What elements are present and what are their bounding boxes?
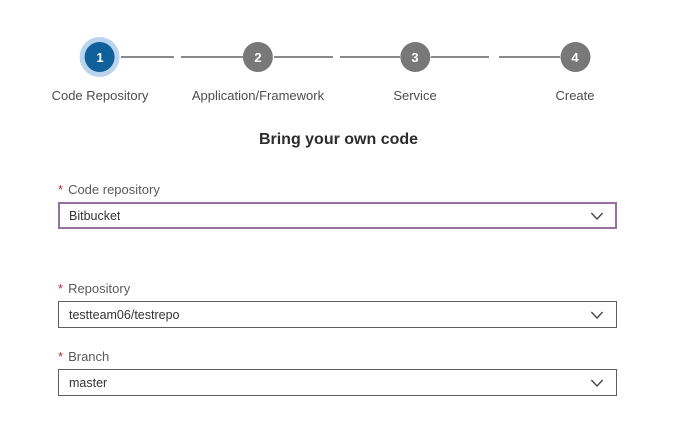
stepper-connector [121, 56, 174, 58]
repository-select[interactable]: testteam06/testrepo [58, 301, 617, 328]
code-repository-select[interactable]: Bitbucket [58, 202, 617, 229]
branch-select[interactable]: master [58, 369, 617, 396]
stepper-connector [181, 56, 243, 58]
step-4-label: Create [555, 88, 595, 103]
wizard-stepper: 1 Code Repository 2 Application/Framewor… [0, 0, 677, 115]
field-branch: * Branch master [58, 349, 617, 396]
chevron-down-icon[interactable] [590, 209, 604, 223]
field-repository: * Repository testteam06/testrepo [58, 281, 617, 328]
step-code-repository: 1 Code Repository [51, 42, 149, 103]
step-3-circle[interactable]: 3 [399, 42, 430, 72]
stepper-connector [340, 56, 400, 58]
stepper-connector [431, 56, 489, 58]
code-repository-label-text: Code repository [68, 182, 160, 197]
field-code-repository: * Code repository Bitbucket [58, 182, 617, 229]
chevron-down-icon[interactable] [590, 308, 604, 322]
page-title: Bring your own code [258, 131, 419, 148]
step-3-label: Service [393, 88, 437, 103]
branch-label: * Branch [58, 349, 617, 364]
step-4-circle[interactable]: 4 [560, 42, 590, 72]
stepper-connector [499, 56, 560, 58]
step-1-circle[interactable]: 1 [84, 42, 115, 72]
step-1-label: Code Repository [51, 88, 149, 103]
repository-value: testteam06/testrepo [69, 307, 180, 322]
branch-value: master [69, 375, 108, 390]
chevron-down-icon[interactable] [590, 376, 604, 390]
required-asterisk: * [58, 349, 64, 364]
required-asterisk: * [58, 281, 64, 296]
step-create: 4 Create [555, 42, 595, 103]
step-2-circle[interactable]: 2 [243, 42, 273, 72]
step-service: 3 Service [393, 42, 437, 103]
repository-label-text: Repository [68, 281, 131, 296]
code-repository-label: * Code repository [58, 182, 617, 197]
step-2-label: Application/Framework [191, 88, 325, 103]
stepper-connector [274, 56, 333, 58]
step-application-framework: 2 Application/Framework [192, 42, 324, 103]
code-repository-value: Bitbucket [69, 208, 121, 223]
repository-label: * Repository [58, 281, 617, 296]
branch-label-text: Branch [68, 349, 110, 364]
required-asterisk: * [58, 182, 64, 197]
